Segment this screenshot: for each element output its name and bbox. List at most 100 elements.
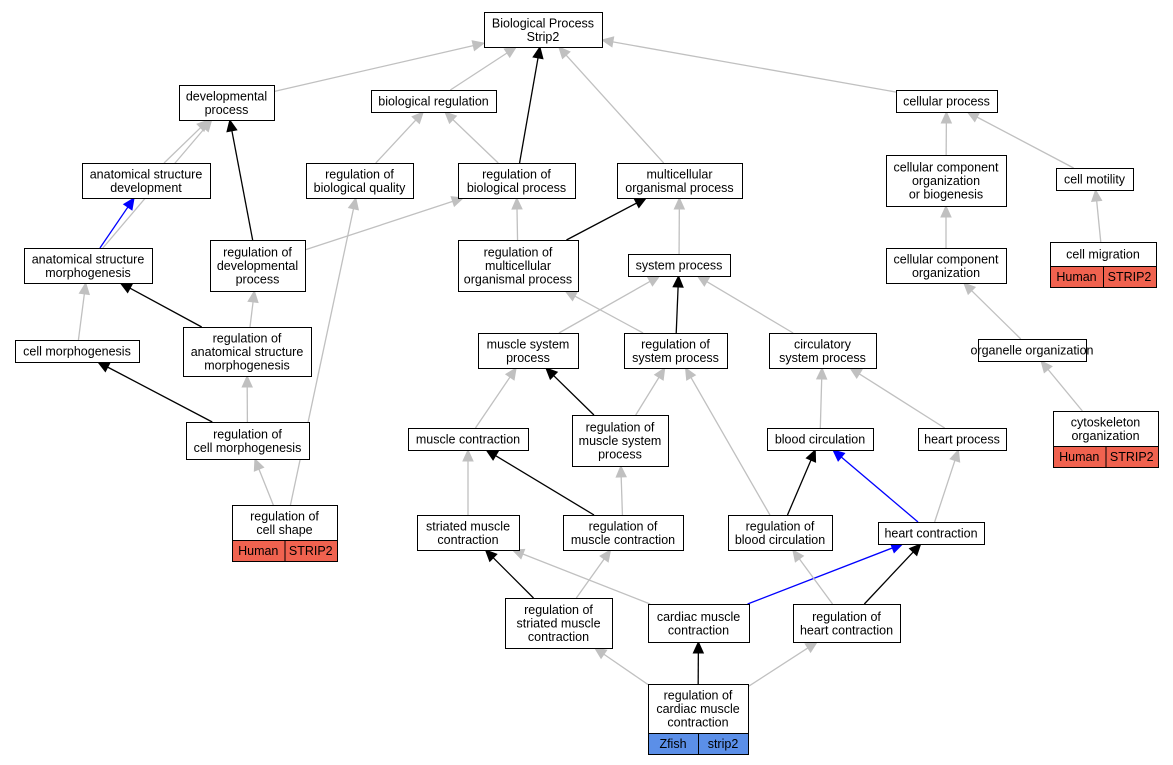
go-term-box bbox=[505, 598, 613, 649]
go-term-hc[interactable]: heart contraction bbox=[878, 522, 985, 545]
go-term-box bbox=[82, 163, 211, 199]
go-term-motil[interactable]: cell motility bbox=[1056, 168, 1134, 191]
go-term-label: organization bbox=[1071, 429, 1139, 443]
edge-rdp-to-rbp bbox=[304, 196, 465, 251]
edge-breg-to-bp bbox=[449, 46, 518, 91]
go-term-box bbox=[417, 515, 520, 551]
go-term-label: regulation of bbox=[213, 427, 282, 441]
edge-rsp-to-rmop bbox=[564, 290, 644, 334]
go-term-label: anatomical structure bbox=[32, 252, 145, 266]
go-term-cmorph[interactable]: cell morphogenesis bbox=[15, 340, 140, 363]
go-term-sysp[interactable]: system process bbox=[628, 254, 731, 277]
go-term-label: process bbox=[506, 351, 550, 365]
go-term-box bbox=[896, 90, 998, 113]
go-term-label: cell morphogenesis bbox=[194, 441, 302, 455]
go-term-label: regulation of bbox=[586, 421, 655, 435]
edge-rbq-to-breg bbox=[375, 111, 425, 164]
edge-hc-to-hp bbox=[934, 448, 961, 523]
edge-rmsp-to-msp bbox=[545, 367, 595, 416]
edge-smc-to-mc bbox=[462, 448, 474, 515]
go-term-box bbox=[408, 428, 529, 451]
edge-rcmc-to-rhc bbox=[747, 641, 819, 688]
go-term-hp[interactable]: heart process bbox=[918, 428, 1007, 451]
go-term-bc[interactable]: blood circulation bbox=[767, 428, 874, 451]
go-term-mc[interactable]: muscle contraction bbox=[408, 428, 529, 451]
go-term-label: biological process bbox=[467, 181, 566, 195]
edge-dev-to-bp bbox=[273, 40, 486, 93]
go-term-box bbox=[24, 248, 153, 284]
edge-rmc-to-rmsp bbox=[615, 464, 627, 516]
go-term-label: system process bbox=[632, 351, 719, 365]
go-term-box bbox=[918, 428, 1007, 451]
go-term-label: muscle system bbox=[487, 337, 570, 351]
go-term-box bbox=[458, 240, 579, 292]
species-label: Human bbox=[238, 544, 278, 558]
go-term-label: Strip2 bbox=[527, 30, 560, 44]
go-term-box bbox=[769, 333, 877, 369]
go-term-box bbox=[210, 240, 306, 292]
go-term-label: contraction bbox=[667, 716, 728, 730]
go-term-box bbox=[232, 505, 338, 541]
go-term-box bbox=[1050, 242, 1157, 267]
go-term-box bbox=[648, 684, 749, 734]
edge-rmsp-to-rsp bbox=[635, 366, 666, 416]
go-term-box bbox=[648, 604, 750, 643]
go-term-box bbox=[572, 415, 669, 467]
go-term-label: organismal process bbox=[464, 273, 572, 287]
go-term-label: cell shape bbox=[256, 523, 312, 537]
go-term-label: muscle contraction bbox=[416, 433, 520, 447]
edge-cmc-to-hc bbox=[747, 542, 904, 605]
edge-rmop-to-mop bbox=[566, 197, 648, 241]
edge-rsmc-to-rmc bbox=[575, 549, 612, 599]
go-term-cell[interactable]: cellular process bbox=[896, 90, 998, 113]
edge-rmop-to-rbp bbox=[511, 196, 523, 241]
gene-label: STRIP2 bbox=[1110, 450, 1154, 464]
go-term-box bbox=[186, 422, 310, 460]
go-term-label: biological quality bbox=[314, 181, 406, 195]
go-term-label: cell motility bbox=[1064, 173, 1126, 187]
edge-hc-to-bc bbox=[832, 449, 919, 523]
go-term-label: developmental bbox=[186, 89, 267, 103]
edge-bc-to-circ bbox=[815, 366, 828, 429]
gene-label: STRIP2 bbox=[289, 544, 333, 558]
go-term-orgo[interactable]: organelle organization bbox=[970, 339, 1094, 362]
edge-circ-to-sysp bbox=[696, 275, 794, 334]
edge-rcm-to-rasm bbox=[241, 374, 253, 423]
edge-rbp-to-bp bbox=[518, 45, 544, 164]
go-term-label: regulation of bbox=[325, 167, 394, 181]
go-term-label: regulation of bbox=[812, 610, 881, 624]
edge-mc-to-msp bbox=[474, 366, 517, 429]
edge-rsmc-to-smc bbox=[484, 549, 534, 599]
go-term-breg[interactable]: biological regulation bbox=[371, 90, 497, 113]
edge-cco-to-ccob bbox=[940, 204, 952, 248]
edge-rhc-to-rbc bbox=[792, 549, 834, 605]
go-term-label: regulation of bbox=[589, 519, 658, 533]
